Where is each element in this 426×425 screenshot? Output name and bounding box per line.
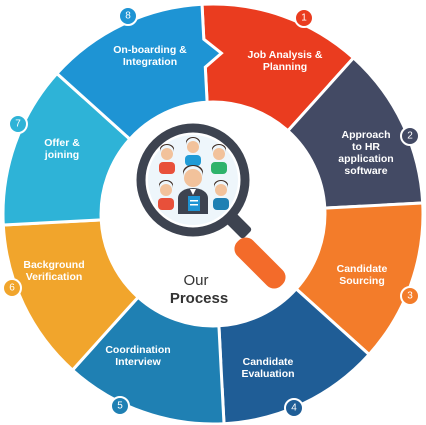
process-step-number: 7 [15, 119, 21, 130]
process-step-number: 3 [407, 291, 413, 302]
process-step-4-badge: 4 [284, 398, 304, 418]
process-step-2-badge: 2 [400, 126, 420, 146]
process-step-8-badge: 8 [118, 6, 138, 26]
process-step-1-label: Job Analysis &Planning [248, 49, 323, 73]
process-step-1-badge: 1 [294, 8, 314, 28]
center-title-line1: Our [183, 272, 208, 289]
process-step-7-label: Offer &joining [44, 137, 80, 161]
process-step-number: 1 [301, 13, 307, 24]
process-step-number: 6 [9, 283, 15, 294]
process-step-number: 4 [291, 403, 297, 414]
process-step-6-badge: 6 [2, 278, 22, 298]
people-group-icon [158, 137, 229, 214]
process-step-5-badge: 5 [110, 396, 130, 416]
process-step-number: 2 [407, 131, 413, 142]
process-step-number: 8 [125, 11, 131, 22]
process-step-8-label: On-boarding &Integration [113, 44, 187, 68]
center-title-line2: Process [170, 290, 228, 307]
step-number-badges: 1 2 3 4 5 6 7 8 [2, 6, 420, 418]
process-step-8-segment [54, 2, 224, 142]
process-step-7-badge: 7 [8, 114, 28, 134]
process-step-number: 5 [117, 401, 123, 412]
process-step-3-badge: 3 [400, 286, 420, 306]
